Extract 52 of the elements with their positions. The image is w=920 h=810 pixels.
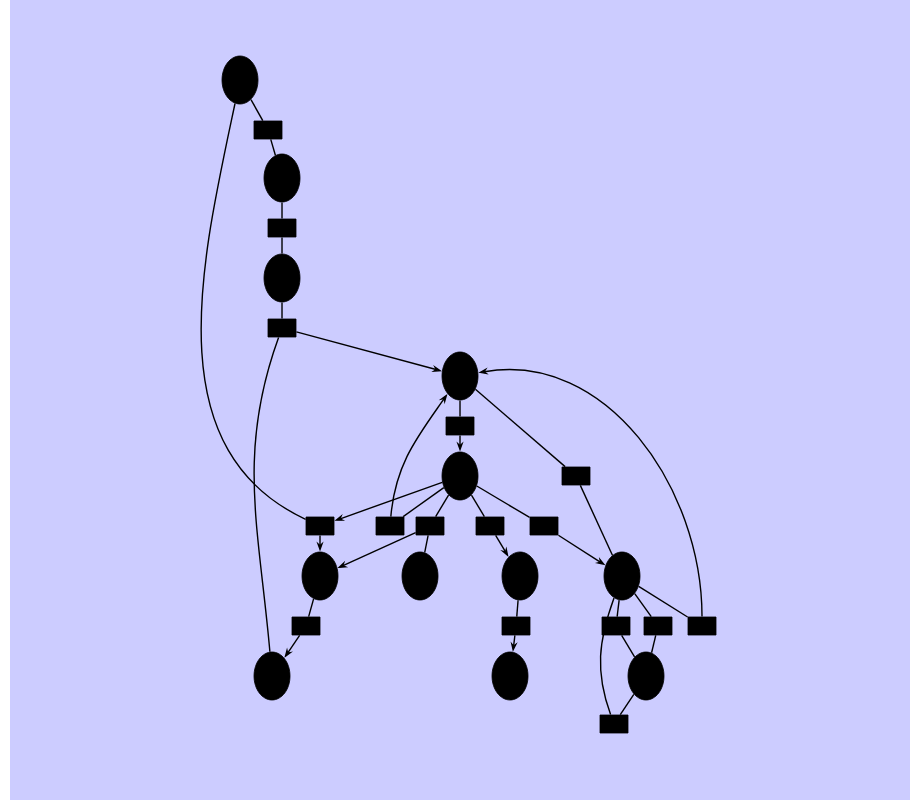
connector-line: [281, 301, 283, 320]
transition-box: [687, 616, 717, 636]
connector-line: [459, 399, 461, 418]
transition-box: [305, 516, 335, 536]
transition-box: [501, 616, 531, 636]
connector-line: [616, 599, 620, 618]
place-ellipse: [221, 55, 259, 105]
connector-line: [619, 693, 635, 716]
transition-box: [445, 416, 475, 436]
place-ellipse: [301, 551, 339, 601]
transition-box: [267, 218, 297, 238]
place-ellipse: [441, 351, 479, 401]
place-ellipse: [253, 651, 291, 701]
connector-line: [637, 585, 689, 618]
place-ellipse: [441, 451, 479, 501]
transition-box: [475, 516, 505, 536]
place-ellipse: [501, 551, 539, 601]
connector-line: [250, 98, 264, 122]
transition-box: [529, 516, 559, 536]
transition-box: [375, 516, 405, 536]
place-ellipse: [263, 253, 301, 303]
place-ellipse: [603, 551, 641, 601]
connector-line: [434, 494, 450, 518]
connector-line: [402, 486, 445, 518]
transition-box: [415, 516, 445, 536]
connector-line: [634, 592, 652, 618]
transition-box: [599, 714, 629, 734]
connector-line: [476, 485, 531, 519]
place-ellipse: [627, 651, 665, 701]
place-ellipse: [491, 651, 529, 701]
transition-box: [643, 616, 673, 636]
connector-line: [579, 484, 614, 556]
connector-line: [200, 102, 307, 520]
transition-box: [601, 616, 631, 636]
connector-line: [281, 236, 283, 255]
connector-line: [599, 597, 615, 716]
connector-line: [516, 599, 519, 618]
place-ellipse: [401, 551, 439, 601]
connector-line: [474, 388, 566, 468]
transition-box: [253, 120, 283, 140]
connector-line: [270, 138, 277, 156]
connector-line: [307, 598, 315, 618]
connector-line: [253, 336, 280, 653]
transition-box: [561, 466, 591, 486]
connector-line: [650, 634, 657, 654]
connector-line: [470, 494, 486, 518]
transition-box: [291, 616, 321, 636]
connector-line: [424, 534, 429, 554]
transition-box: [267, 318, 297, 338]
place-ellipse: [263, 153, 301, 203]
connector-line: [620, 634, 636, 658]
connector-line: [281, 201, 283, 220]
